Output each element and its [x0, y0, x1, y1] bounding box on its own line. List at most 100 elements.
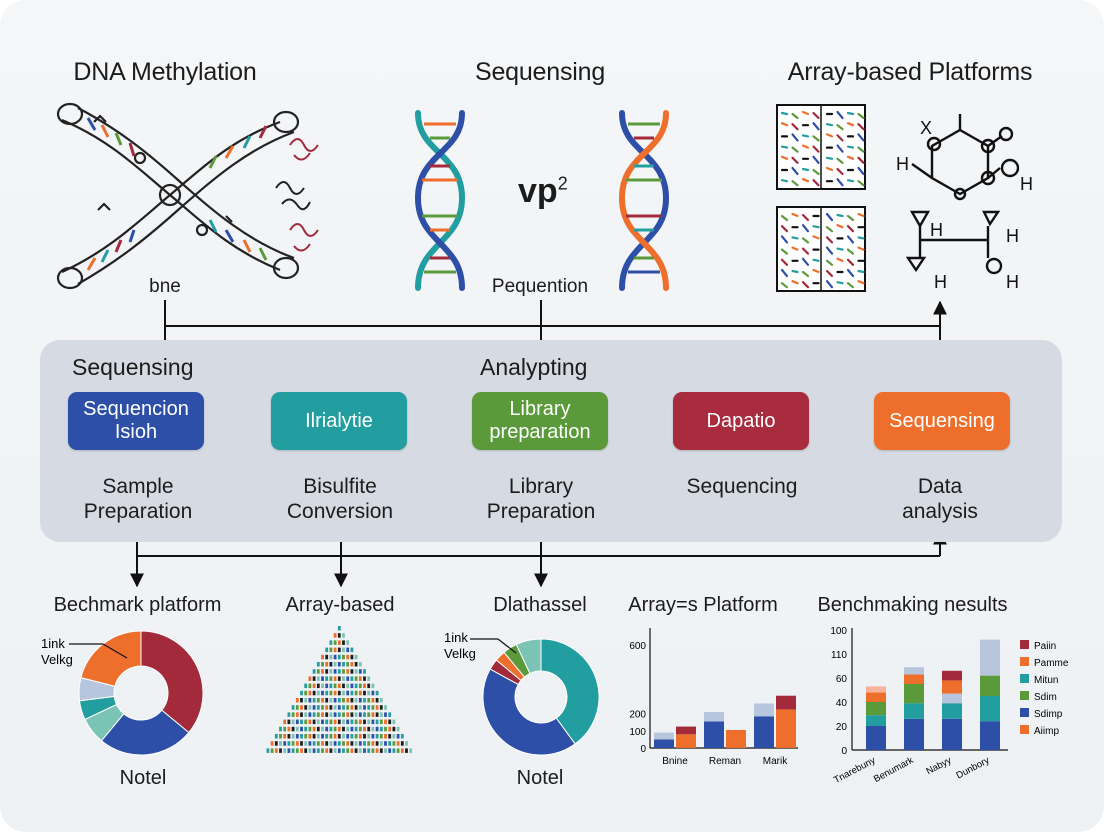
triangle-mark	[392, 741, 396, 746]
triangle-mark	[274, 734, 278, 739]
triangle-mark	[375, 712, 379, 717]
triangle-mark	[358, 741, 362, 746]
triangle-mark	[308, 712, 312, 717]
step-2-box[interactable]: Ilrialytie	[271, 392, 407, 450]
bar-chart-1-ytick: 0	[640, 744, 646, 755]
triangle-mark	[329, 690, 333, 696]
triangle-mark	[287, 741, 291, 746]
triangle-mark	[363, 698, 366, 703]
triangle-mark	[321, 662, 324, 667]
triangle-mark	[337, 719, 341, 725]
triangle-mark	[375, 726, 379, 732]
triangle-mark	[329, 719, 333, 725]
array-based-triangle	[266, 626, 413, 753]
triangle-mark	[300, 748, 303, 753]
bar-chart-2-bar-2-seg-3	[904, 684, 924, 704]
triangle-mark	[363, 712, 366, 717]
triangle-mark	[346, 690, 350, 696]
triangle-mark	[279, 726, 282, 732]
array-grid-cells	[776, 104, 866, 292]
triangle-mark	[363, 705, 366, 710]
array-grid-cell	[857, 123, 865, 131]
triangle-mark	[316, 726, 320, 732]
triangle-mark	[321, 712, 324, 717]
molecule-atom-h6: H	[1006, 272, 1019, 292]
triangle-mark	[316, 698, 320, 703]
array-grid-cell	[791, 123, 799, 131]
triangle-mark	[329, 640, 333, 645]
bar-chart-2-bar-1-seg-3	[866, 702, 886, 716]
bar-chart-1-bar-2-1-seg-1	[704, 721, 724, 748]
molecule-atom-x: X	[920, 118, 932, 138]
triangle-mark	[325, 669, 329, 674]
triangle-mark	[325, 647, 329, 653]
bar-chart-1-ytick: 200	[629, 710, 646, 721]
step-1-box[interactable]: Sequencion Isioh	[68, 392, 204, 450]
formula-text: vp	[518, 172, 558, 210]
bar-chart-2-bar-3-seg-1	[942, 718, 962, 750]
array-grid-cell	[825, 246, 834, 255]
triangle-mark	[375, 705, 379, 710]
triangle-mark	[304, 698, 308, 703]
triangle-mark	[300, 698, 303, 703]
step-5-box[interactable]: Sequensing	[874, 392, 1010, 450]
array-grid-cell	[812, 135, 820, 142]
triangle-mark	[337, 741, 341, 746]
triangle-mark	[384, 748, 387, 753]
array-grid-cell	[791, 180, 799, 187]
triangle-mark	[304, 690, 308, 696]
triangle-mark	[350, 726, 354, 732]
array-platform-chart-title: Array=s Platform	[628, 594, 778, 616]
array-grid-cell	[780, 248, 789, 255]
step-3-caption: Library Preparation	[486, 475, 596, 523]
bar-chart-2-bar-3-seg-4	[942, 680, 962, 694]
triangle-mark	[337, 669, 341, 674]
triangle-mark	[337, 726, 341, 732]
triangle-mark	[329, 741, 333, 746]
triangle-mark	[342, 647, 345, 653]
triangle-mark	[358, 712, 362, 717]
bar-chart-2-legend-label-3: Mitun	[1034, 675, 1058, 686]
step-4-box[interactable]: Dapatio	[673, 392, 809, 450]
triangle-mark	[363, 741, 366, 746]
triangle-mark	[358, 719, 362, 725]
triangle-mark	[321, 690, 324, 696]
triangle-mark	[342, 726, 345, 732]
triangle-mark	[342, 669, 345, 674]
array-grid-cell	[857, 180, 865, 187]
bar-chart-2-bar-3-seg-3	[942, 693, 962, 704]
triangle-mark	[308, 748, 312, 753]
triangle-mark	[384, 719, 387, 725]
donut-1-slice-6	[80, 630, 142, 687]
triangle-mark	[295, 698, 299, 703]
bar-chart-2-legend-swatch-1	[1020, 640, 1029, 649]
triangle-mark	[316, 719, 320, 725]
triangle-mark	[287, 748, 291, 753]
triangle-mark	[333, 734, 337, 739]
triangle-mark	[400, 748, 404, 753]
triangle-mark	[283, 734, 287, 739]
triangle-mark	[358, 734, 362, 739]
triangle-mark	[316, 676, 320, 681]
triangle-mark	[287, 719, 291, 725]
array-grid-cell	[846, 258, 855, 266]
array-grid-cell	[836, 134, 844, 142]
triangle-mark	[270, 741, 274, 746]
triangle-mark	[329, 676, 333, 681]
array-grid-cell	[825, 280, 834, 289]
donut-1-slice-2	[100, 709, 190, 756]
array-grid-cell	[780, 235, 789, 244]
array-grid-cell	[801, 167, 810, 172]
triangle-mark	[333, 719, 337, 725]
step-3-box[interactable]: Library preparation	[472, 392, 608, 450]
triangle-mark	[363, 676, 366, 681]
triangle-mark	[379, 719, 383, 725]
bar-chart-2-ytick: 100	[830, 626, 847, 637]
triangle-mark	[388, 726, 392, 732]
donut-1-callout-2: Velkg	[41, 652, 73, 667]
triangle-mark	[312, 726, 316, 732]
triangle-mark	[329, 698, 333, 703]
